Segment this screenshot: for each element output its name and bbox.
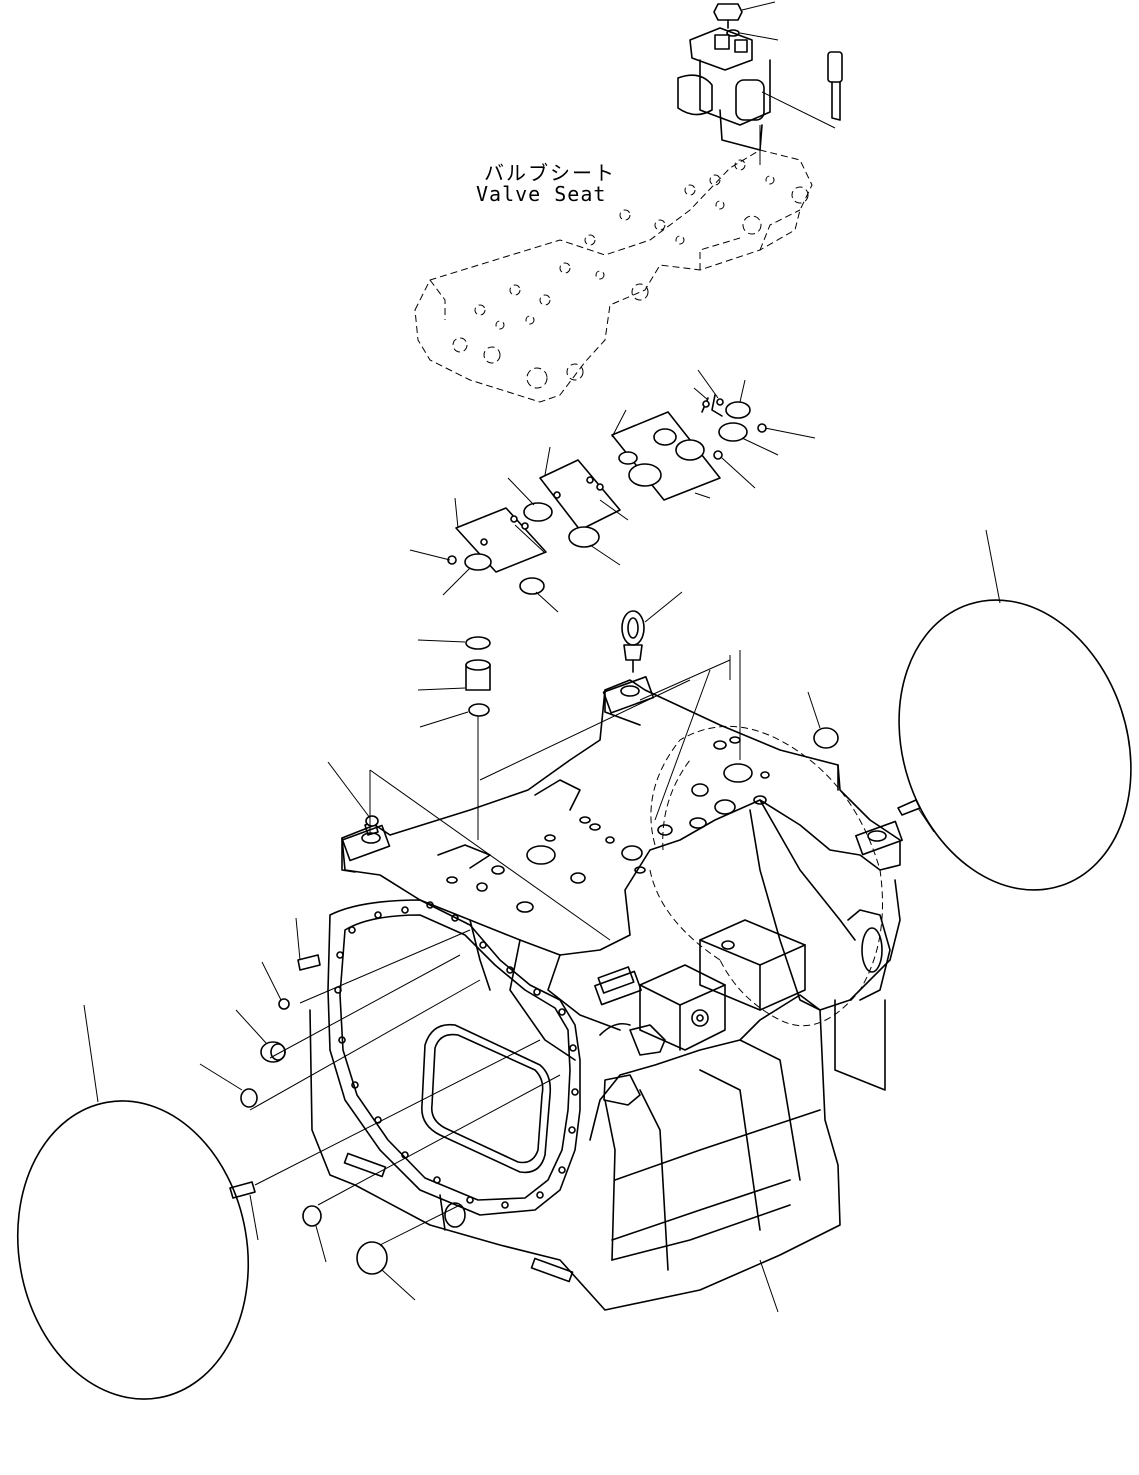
plug-with-orings (417, 636, 491, 840)
left-side-parts (199, 917, 561, 1301)
transmission-case (309, 675, 903, 1311)
top-bolt (713, 1, 779, 41)
right-seal-ring (898, 529, 1132, 891)
solenoid-valve-assembly (677, 27, 771, 151)
flange-bolt-holes (334, 901, 579, 1209)
left-seal-ring (16, 1004, 250, 1400)
valve-seat-label-jp: バルブシート (482, 157, 618, 186)
assembly-guide-lines (479, 650, 741, 821)
valve-seat-label-en: Valve Seat (474, 182, 609, 206)
guide-pin-top-left (327, 761, 611, 941)
leader-lines-gaskets (409, 369, 816, 613)
right-side-parts (759, 691, 935, 1313)
gaskets-group (447, 394, 767, 595)
eye-bolt (621, 591, 683, 673)
valve-seat-plate (414, 125, 813, 403)
side-bolt (761, 51, 843, 129)
